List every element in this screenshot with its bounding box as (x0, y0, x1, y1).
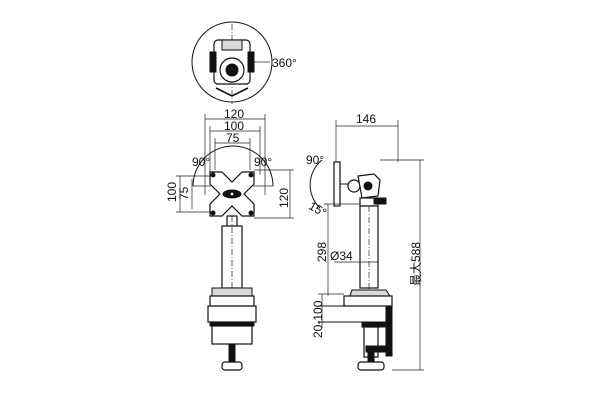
side-tilt-arc (309, 159, 323, 209)
side-vesa-plate (333, 161, 341, 207)
label-120-top: 120 (224, 107, 244, 121)
top-bracket-right-tab (247, 51, 255, 73)
top-bracket-left-tab (209, 51, 217, 73)
front-view: 120 100 75 90° 90° 100 75 120 (165, 107, 294, 371)
side-depth-label: 146 (356, 112, 376, 126)
side-head-lever (373, 197, 387, 205)
pole-diameter-label: Ø34 (330, 249, 353, 263)
top-joint-core (225, 63, 239, 77)
side-clamp-top (361, 321, 393, 328)
side-tilt-joint (347, 179, 361, 193)
side-clamp-upright (385, 305, 393, 357)
rotation-label: 360° (272, 56, 297, 70)
side-tilt-down-label: 15° (306, 199, 329, 220)
clamp-range-label: 20-100 (311, 300, 325, 338)
front-tilt-left-label: 90° (192, 155, 210, 169)
front-tilt-arc (192, 145, 274, 187)
pole-height-label: 298 (315, 242, 329, 262)
side-clamp-knob (357, 361, 385, 371)
vesa-hole-tr (248, 172, 254, 178)
vesa-hole-br (248, 210, 254, 216)
rotation-circle (191, 21, 273, 103)
front-clamp-body (211, 325, 253, 345)
vesa-center-dot (229, 191, 235, 197)
front-tilt-right-label: 90° (254, 155, 272, 169)
front-base-collar (211, 287, 253, 297)
label-75-left: 75 (177, 186, 191, 200)
vesa-hole-bl (210, 210, 216, 216)
front-desk (207, 305, 257, 323)
top-arm-link (215, 87, 249, 97)
side-head-knob (363, 181, 373, 191)
label-100-left: 100 (165, 182, 179, 202)
front-clamp-top (209, 321, 255, 327)
front-clamp-knob (221, 361, 243, 371)
label-100-top: 100 (224, 119, 244, 133)
label-75-top: 75 (226, 131, 240, 145)
front-base (209, 295, 255, 307)
top-bracket-cap (221, 39, 243, 51)
front-clamp-screw (228, 343, 236, 363)
side-clamp-bottom (365, 345, 393, 353)
side-base-top (349, 289, 391, 297)
top-view: 360° (191, 21, 297, 104)
label-120-right: 120 (277, 188, 291, 208)
side-tilt-up-label: 90° (306, 153, 324, 167)
vesa-hole-tl (210, 172, 216, 178)
side-view: 146 90° 15° 298 Ø34 (306, 112, 424, 371)
max-height-label: 最大588 (409, 242, 423, 286)
side-base (343, 295, 393, 307)
